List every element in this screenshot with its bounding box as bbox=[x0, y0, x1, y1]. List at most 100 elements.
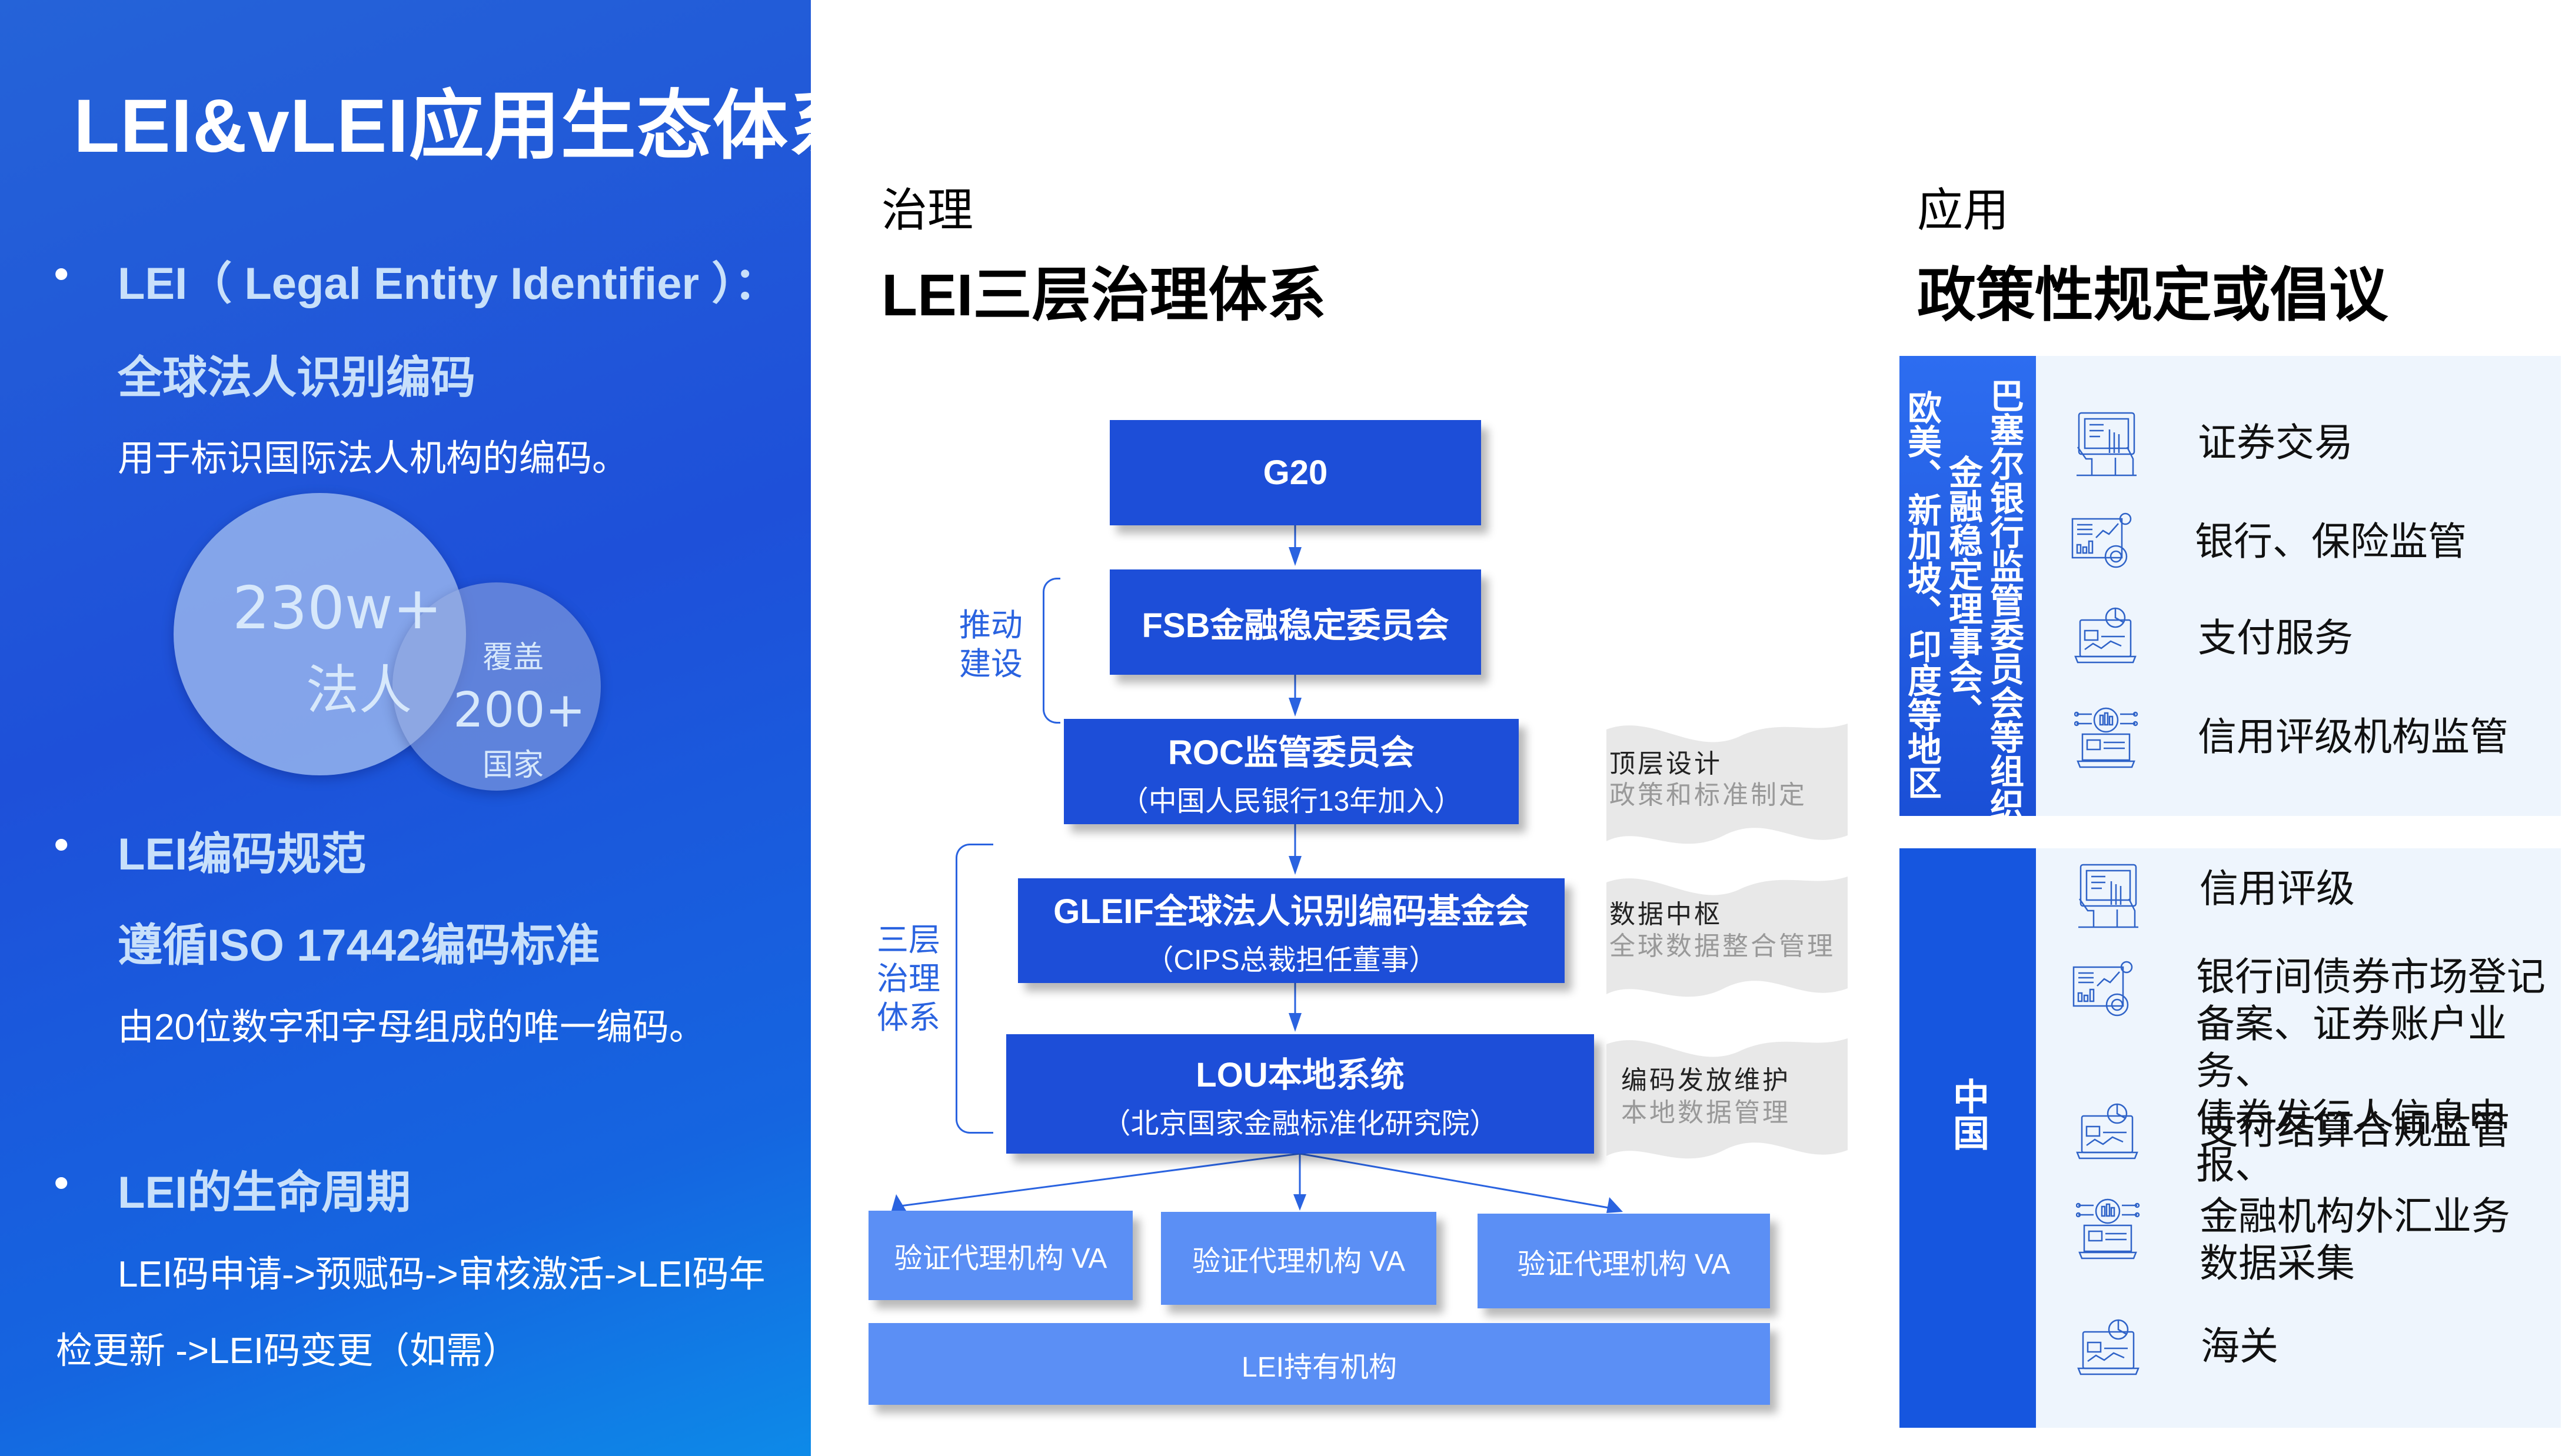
role-2-desc: 全球数据整合管理 bbox=[1609, 932, 1835, 961]
role-1-desc: 政策和标准制定 bbox=[1609, 781, 1807, 809]
role-card-3 bbox=[1606, 1038, 1848, 1159]
region-org-1: 巴塞尔银行监管委员会等组织 bbox=[1985, 378, 2023, 822]
lei-subheading: 全球法人识别编码 bbox=[118, 353, 475, 403]
laptop-pie-chart-icon bbox=[2074, 607, 2137, 664]
label-three-tier-2: 治理 bbox=[877, 961, 940, 997]
region-international: 巴塞尔银行监管委员会等组织 金融稳定理事会、 欧美、新加坡、印度等地区 bbox=[1899, 356, 2036, 822]
arrowhead bbox=[1289, 698, 1302, 717]
arrowhead bbox=[1289, 856, 1302, 875]
bullet-icon: • bbox=[54, 1160, 69, 1205]
application-label: 应用 bbox=[1917, 184, 2009, 236]
lifecycle-text-1: LEI码申请->预赋码->审核激活->LEI码年 bbox=[118, 1254, 766, 1295]
role-2-title: 数据中枢 bbox=[1609, 900, 1722, 929]
role-1-title: 顶层设计 bbox=[1609, 749, 1722, 778]
coverage-label: 覆盖 bbox=[483, 640, 544, 675]
app-item-label: 银行、保险监管 bbox=[2195, 519, 2467, 563]
node-lou-title: LOU本地系统 bbox=[1196, 1055, 1405, 1094]
tablet-touch-icon bbox=[2077, 864, 2140, 928]
node-lou: LOU本地系统 （北京国家金融标准化研究院） bbox=[1006, 1034, 1594, 1154]
node-roc-sub: （中国人民银行13年加入） bbox=[1120, 785, 1463, 817]
bullet-icon: • bbox=[54, 251, 69, 296]
app-item-label: 信用评级 bbox=[2200, 867, 2355, 910]
label-three-tier-1: 三层 bbox=[877, 922, 940, 958]
node-lei-holder-label: LEI持有机构 bbox=[1241, 1351, 1398, 1383]
app-item: 信用评级机构监管 bbox=[2074, 706, 2508, 771]
region-areas: 欧美、新加坡、印度等地区 bbox=[1902, 390, 1941, 799]
bracket-three-tier bbox=[956, 844, 993, 1134]
countries-label: 国家 bbox=[483, 748, 544, 783]
application-title: 政策性规定或倡议 bbox=[1917, 262, 2388, 328]
arrowhead bbox=[1289, 547, 1302, 566]
governance-title: LEI三层治理体系 bbox=[881, 262, 1326, 328]
role-card-2 bbox=[1606, 877, 1848, 997]
node-lou-sub: （北京国家金融标准化研究院） bbox=[1102, 1108, 1498, 1140]
node-va-1: 验证代理机构 VA bbox=[869, 1211, 1133, 1300]
analytics-dashboard-icon bbox=[2071, 512, 2132, 568]
app-item-label: 支付服务 bbox=[2198, 616, 2353, 659]
node-gleif-sub: （CIPS总裁担任董事） bbox=[1145, 945, 1438, 976]
app-item: 支付结算合规监管 bbox=[2076, 1103, 2510, 1168]
lei-description: 用于标识国际法人机构的编码。 bbox=[118, 438, 629, 479]
laptop-pie-chart-icon bbox=[2076, 1103, 2138, 1160]
coding-spec-heading: LEI编码规范 bbox=[118, 829, 367, 879]
bracket-drive bbox=[1043, 578, 1060, 724]
tablet-touch-icon bbox=[2075, 412, 2138, 477]
laptop-pie-chart-icon bbox=[2077, 1319, 2140, 1375]
arrow-lou-va1 bbox=[900, 1152, 1300, 1207]
left-panel: LEI&vLEI应用生态体系 • LEI（ Legal Entity Ident… bbox=[0, 0, 864, 1456]
node-va-2: 验证代理机构 VA bbox=[1161, 1212, 1436, 1305]
node-fsb: FSB金融稳定委员会 bbox=[1110, 569, 1481, 675]
node-g20-title: G20 bbox=[1263, 454, 1328, 492]
node-roc-title: ROC监管委员会 bbox=[1168, 733, 1415, 772]
app-item: 证券交易 bbox=[2074, 412, 2353, 477]
page-title: LEI&vLEI应用生态体系 bbox=[74, 84, 864, 168]
app-item-label: 信用评级机构监管 bbox=[2198, 715, 2508, 758]
region-china-label: 中国 bbox=[1947, 1078, 1988, 1151]
arrowhead bbox=[1289, 1013, 1302, 1032]
governance-label: 治理 bbox=[881, 184, 974, 236]
node-va-1-label: 验证代理机构 VA bbox=[894, 1243, 1107, 1274]
label-drive-2: 建设 bbox=[959, 647, 1023, 682]
node-gleif: GLEIF全球法人识别编码基金会 （CIPS总裁担任董事） bbox=[1018, 878, 1565, 983]
role-card-1 bbox=[1606, 724, 1848, 844]
app-item: 支付服务 bbox=[2074, 607, 2353, 672]
arrowhead bbox=[1293, 1194, 1306, 1211]
node-gleif-title: GLEIF全球法人识别编码基金会 bbox=[1053, 892, 1529, 931]
app-item-label: 支付结算合规监管 bbox=[2200, 1108, 2510, 1152]
lifecycle-text-2: 检更新 ->LEI码变更（如需） bbox=[56, 1331, 520, 1371]
app-item: 海关 bbox=[2077, 1319, 2278, 1384]
international-apps-panel bbox=[2036, 356, 2561, 816]
analytics-dashboard-icon bbox=[2072, 961, 2133, 1017]
entities-count: 230w+ bbox=[232, 574, 442, 642]
arrowhead bbox=[1606, 1197, 1623, 1213]
app-item: 银行、保险监管 bbox=[2071, 511, 2467, 575]
node-g20: G20 bbox=[1110, 420, 1481, 525]
node-roc: ROC监管委员会 （中国人民银行13年加入） bbox=[1064, 719, 1519, 824]
gear-laptop-icon bbox=[2074, 707, 2138, 768]
coding-spec-description: 由20位数字和字母组成的唯一编码。 bbox=[118, 1007, 706, 1048]
role-3-desc: 本地数据管理 bbox=[1621, 1098, 1791, 1127]
countries-bubble bbox=[392, 582, 601, 791]
app-item-label: 银行间债券市场登记 备案、证券账户业务、 债券发行人信息申报、 bbox=[2196, 955, 2546, 1187]
lifecycle-heading: LEI的生命周期 bbox=[118, 1168, 411, 1218]
app-item: 金融机构外汇业务 数据采集 bbox=[2076, 1194, 2510, 1287]
countries-count: 200+ bbox=[453, 682, 586, 738]
region-china: 中国 bbox=[1899, 848, 2036, 1428]
label-drive-1: 推动 bbox=[959, 608, 1023, 643]
node-fsb-title: FSB金融稳定委员会 bbox=[1142, 606, 1449, 645]
node-va-2-label: 验证代理机构 VA bbox=[1192, 1246, 1405, 1277]
arrow-lou-va3 bbox=[1299, 1152, 1616, 1210]
gear-laptop-icon bbox=[2076, 1198, 2140, 1260]
role-3-title: 编码发放维护 bbox=[1621, 1066, 1791, 1095]
node-va-3: 验证代理机构 VA bbox=[1478, 1214, 1770, 1308]
node-lei-holder: LEI持有机构 bbox=[869, 1323, 1770, 1405]
app-item-label: 金融机构外汇业务 数据采集 bbox=[2200, 1194, 2510, 1285]
bullet-icon: • bbox=[54, 821, 69, 867]
arrowhead bbox=[891, 1194, 906, 1211]
lei-heading: LEI（ Legal Entity Identifier ）： bbox=[118, 259, 779, 309]
entities-label: 法人 bbox=[306, 659, 412, 721]
node-va-3-label: 验证代理机构 VA bbox=[1517, 1248, 1731, 1280]
app-item: 信用评级 bbox=[2076, 864, 2355, 928]
label-three-tier-3: 体系 bbox=[877, 1000, 940, 1035]
iso-standard: 遵循ISO 17442编码标准 bbox=[118, 921, 600, 971]
